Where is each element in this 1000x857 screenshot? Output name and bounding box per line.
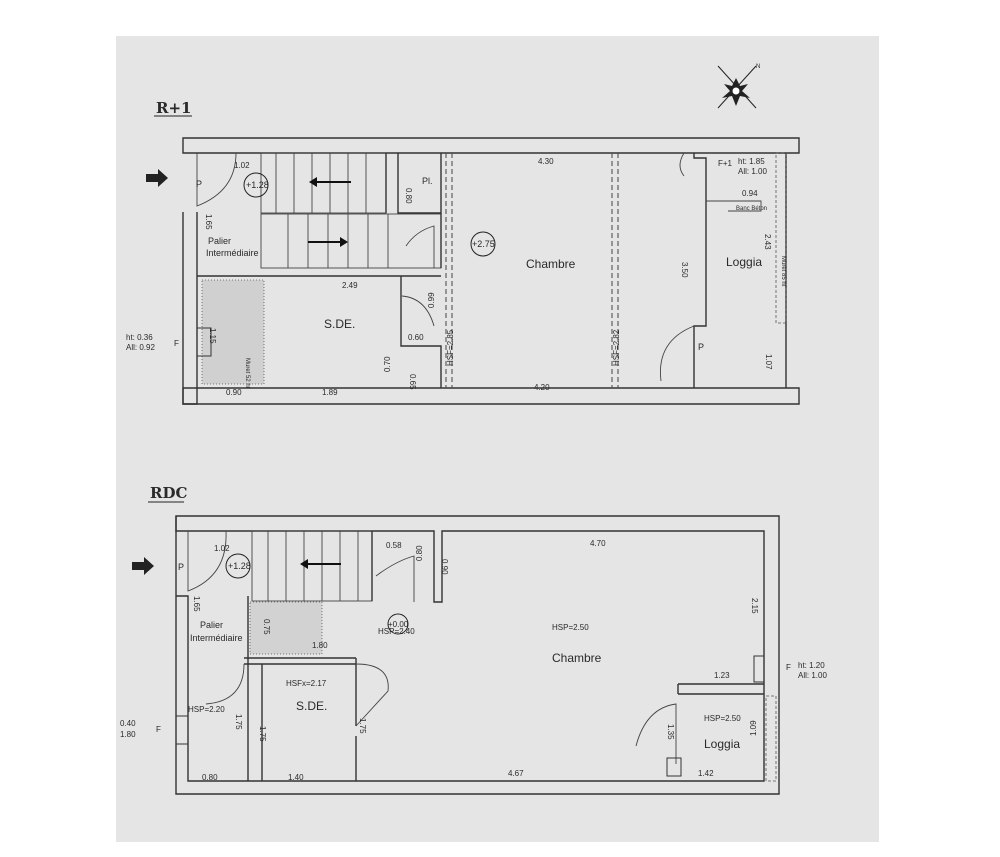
upper-window-left-ht: ht: 0.36	[126, 333, 153, 342]
upper-chambre-level: +2.75	[472, 239, 495, 249]
ground-window-right-ali: All: 1.00	[798, 671, 827, 680]
ground-palier-label-2: Intermédiaire	[190, 633, 243, 643]
ground-window-right-ht: ht: 1.20	[798, 661, 825, 670]
dim: 0.90	[440, 559, 449, 575]
muret-small-label: Muret 52 ht	[244, 358, 250, 389]
upper-hsf-1: HSF=2.85	[446, 329, 455, 366]
placard-label: Pl.	[422, 176, 433, 186]
upper-window-left-tag: F	[174, 339, 179, 348]
dim: 1.07	[764, 354, 773, 370]
dim: 4.70	[590, 539, 606, 548]
upper-loggia-label: Loggia	[726, 255, 762, 269]
under-stair-zone	[249, 601, 323, 655]
dim: 0.94	[742, 189, 758, 198]
dim: 2.49	[342, 281, 358, 290]
ground-floor-plan: RDC +1.28 P	[120, 484, 827, 795]
upper-stair-level: +1.28	[246, 180, 269, 190]
ground-sde-hsp: HSFx=2.17	[286, 679, 327, 688]
entry-arrow-icon	[146, 169, 168, 187]
dim: 4.20	[534, 383, 550, 392]
upper-window-left-ali: All: 0.92	[126, 343, 155, 352]
dim: 1.02	[214, 544, 230, 553]
upper-palier-label-1: Palier	[208, 236, 231, 246]
shower-zone	[201, 279, 265, 385]
dim: 2.15	[750, 598, 759, 614]
dim: 1.23	[714, 671, 730, 680]
dim: 1.40	[288, 773, 304, 782]
compass-rose-icon: N	[717, 64, 760, 109]
dim: 2.43	[763, 234, 772, 250]
ground-floor-title: RDC	[150, 484, 187, 502]
ground-loggia-label: Loggia	[704, 737, 740, 751]
banc-beton-label: Banc Béton	[736, 206, 767, 212]
dim: 1.42	[698, 769, 714, 778]
ground-sde-label: S.DE.	[296, 699, 327, 713]
dim: 1.75	[258, 726, 267, 742]
dim: 1.09	[749, 720, 758, 736]
dim: 1.35	[666, 724, 675, 740]
upper-window-right-ali: All: 1.00	[738, 167, 767, 176]
dim: 1.89	[322, 388, 338, 397]
ground-chambre-hsp: HSP=2.50	[552, 623, 589, 632]
dim: 0.80	[404, 188, 413, 204]
upper-chambre-label: Chambre	[526, 257, 576, 271]
dim: 0.58	[386, 541, 402, 550]
ground-palier-label-1: Palier	[200, 620, 223, 630]
ground-loggia-hsp: HSP=2.50	[704, 714, 741, 723]
ground-stair-level: +1.28	[228, 561, 251, 571]
dim: 0.90	[226, 388, 242, 397]
ground-chambre-label: Chambre	[552, 651, 602, 665]
dim: 0.65	[408, 374, 417, 390]
floor-plan-drawing: N R+1	[120, 64, 827, 795]
dim: 1.75	[234, 714, 243, 730]
ground-mid-hsp: HSP=2.40	[378, 627, 415, 636]
ground-palier-hsp: HSP=2.20	[188, 705, 225, 714]
upper-window-right-ht: ht: 1.85	[738, 157, 765, 166]
dim: 4.30	[538, 157, 554, 166]
upper-loggia-door-label: P	[698, 342, 704, 352]
dim: 1.02	[234, 161, 250, 170]
upper-hsf-2: HSF=2.82	[612, 329, 621, 366]
dim: 0.99	[427, 292, 436, 308]
entry-arrow-icon	[132, 557, 154, 575]
upper-floor-title: R+1	[156, 99, 191, 117]
ground-window-left-tag: F	[156, 725, 161, 734]
dim: 1.80	[312, 641, 328, 650]
dim: 1.15	[208, 328, 217, 344]
compass-north-label: N	[756, 64, 760, 70]
dim: 1.65	[192, 596, 201, 612]
ground-window-left-b: 1.80	[120, 730, 136, 739]
dim: 0.70	[383, 356, 392, 372]
dim: 4.67	[508, 769, 524, 778]
upper-window-right-tag: F+1	[718, 159, 733, 168]
dim: 0.60	[408, 333, 424, 342]
upper-palier-label-2: Intermédiaire	[206, 248, 259, 258]
dim: 3.50	[680, 262, 689, 278]
dim: 0.80	[202, 773, 218, 782]
ground-window-right-tag: F	[786, 663, 791, 672]
upper-floor-plan: R+1 +1.2	[126, 99, 800, 405]
muret-loggia-label: Muret 85 ht	[780, 256, 786, 287]
dim: 0.80	[415, 545, 424, 561]
upper-entry-door-label: P	[196, 179, 202, 189]
upper-staircase	[260, 152, 442, 269]
upper-sde-label: S.DE.	[324, 317, 355, 331]
plan-sheet: N R+1	[116, 36, 879, 842]
ground-mid-level: +0.00	[388, 620, 409, 629]
dim: 1.65	[204, 214, 213, 230]
ground-entry-door-label: P	[178, 562, 184, 572]
ground-window-left-a: 0.40	[120, 719, 136, 728]
dim: 1.75	[358, 718, 367, 734]
dim: 0.75	[262, 619, 271, 635]
ground-staircase	[251, 530, 373, 602]
